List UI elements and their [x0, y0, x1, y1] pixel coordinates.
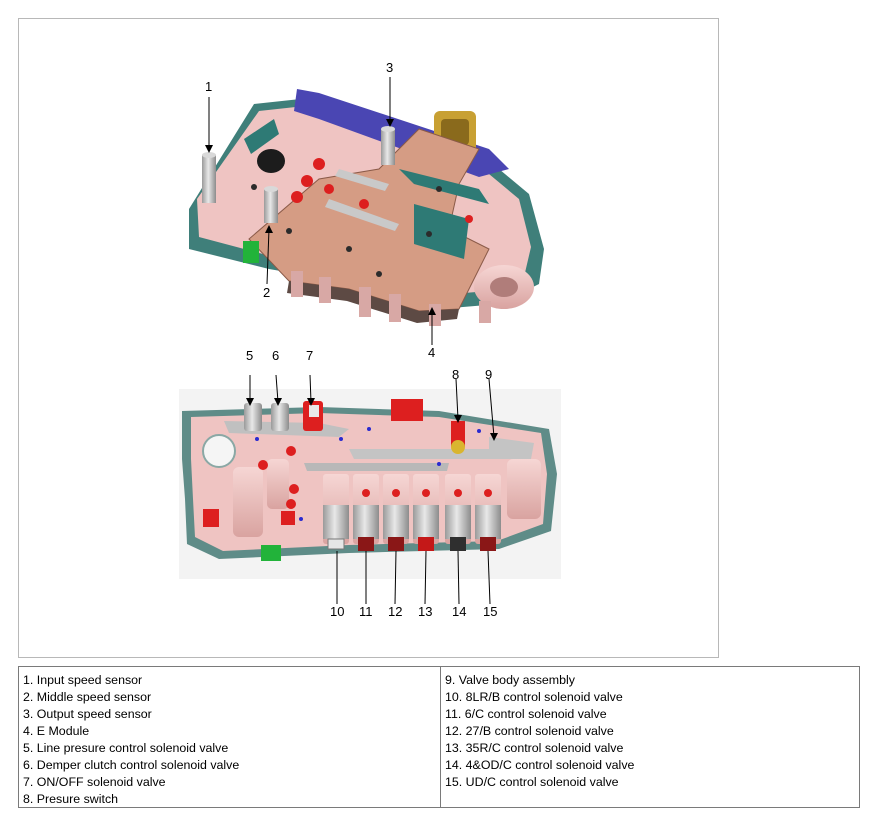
input-speed-sensor: [202, 152, 216, 203]
callout-8: 8: [452, 367, 459, 382]
callout-12: 12: [388, 604, 402, 619]
solenoid-27b: [383, 474, 409, 551]
bracket-plate: [414, 204, 469, 259]
leader-lines: [208, 77, 495, 605]
legend-table: 1. Input speed sensor 2. Middle speed se…: [18, 666, 860, 808]
callout-6: 6: [272, 348, 279, 363]
solenoid-8lrb: [323, 474, 349, 550]
green-plug: [243, 241, 259, 263]
legend-item: 10. 8LR/B control solenoid valve: [445, 690, 623, 704]
solenoid-6c: [353, 474, 379, 551]
linkage-bar-2: [335, 169, 389, 191]
legend-column-right: 9. Valve body assembly 10. 8LR/B control…: [441, 667, 859, 807]
bore-hole: [257, 149, 285, 173]
legend-item: 14. 4&OD/C control solenoid valve: [445, 758, 635, 772]
left-valve-spools: [233, 459, 289, 537]
callout-3: 3: [386, 60, 393, 75]
output-speed-sensor: [381, 126, 395, 165]
legend-item: 7. ON/OFF solenoid valve: [23, 775, 166, 789]
callout-2: 2: [263, 285, 270, 300]
lower-solenoids: [323, 474, 501, 551]
solenoid-udc: [475, 474, 501, 551]
callout-5: 5: [246, 348, 253, 363]
left-bore: [202, 434, 236, 468]
callout-13: 13: [418, 604, 432, 619]
callout-4: 4: [428, 345, 435, 360]
callout-15: 15: [483, 604, 497, 619]
solenoid-4odc: [445, 474, 471, 551]
bottom-valve-body-view: [179, 389, 561, 579]
callout-14: 14: [452, 604, 466, 619]
damper-clutch-solenoid: [271, 403, 289, 431]
legend-item: 5. Line presure control solenoid valve: [23, 741, 229, 755]
callout-1: 1: [205, 79, 212, 94]
callout-11: 11: [359, 604, 373, 619]
legend-item: 11. 6/C control solenoid valve: [445, 707, 607, 721]
top-assembly-view: [189, 89, 544, 326]
top-solenoids: [244, 401, 323, 431]
diagram-figure: 1 2 3 4 5 6 7 8 9 10 11 12 13 14 15: [18, 18, 719, 658]
legend-item: 1. Input speed sensor: [23, 673, 143, 687]
green-plug-bottom: [261, 545, 281, 561]
callout-10: 10: [330, 604, 344, 619]
legend-item: 4. E Module: [23, 724, 90, 738]
bracket-strip: [399, 169, 489, 204]
legend-item: 9. Valve body assembly: [445, 673, 575, 687]
right-bracket: [489, 437, 534, 459]
pressure-switch: [451, 421, 465, 454]
right-end-spool: [507, 459, 541, 519]
linkage-bar: [325, 199, 399, 231]
legend-item: 13. 35R/C control solenoid valve: [445, 741, 624, 755]
lower-linkage: [304, 463, 449, 471]
valve-body-diagram: 1 2 3 4 5 6 7 8 9 10 11 12 13 14 15: [179, 60, 561, 619]
legend-item: 6. Demper clutch control solenoid valve: [23, 758, 240, 772]
bolt-dots: [255, 427, 481, 521]
legend-column-left: 1. Input speed sensor 2. Middle speed se…: [19, 667, 441, 807]
solenoid-35rc: [413, 474, 439, 551]
callout-9: 9: [485, 367, 492, 382]
red-solenoid-caps: [291, 158, 473, 223]
legend-item: 15. UD/C control solenoid valve: [445, 775, 619, 789]
middle-speed-sensor: [264, 186, 278, 223]
leader-arrowheads: [205, 119, 498, 441]
legend-item: 8. Presure switch: [23, 792, 119, 806]
legend-item: 3. Output speed sensor: [23, 707, 152, 721]
legend-item: 12. 27/B control solenoid valve: [445, 724, 614, 738]
bolts: [251, 184, 442, 277]
red-block: [391, 399, 423, 421]
mid-bracket: [349, 449, 494, 459]
line-pressure-solenoid: [244, 403, 262, 431]
legend-item: 2. Middle speed sensor: [23, 690, 152, 704]
callout-7: 7: [306, 348, 313, 363]
bracket-left: [244, 119, 279, 154]
left-red-caps: [203, 446, 299, 527]
right-bore: [474, 265, 534, 309]
